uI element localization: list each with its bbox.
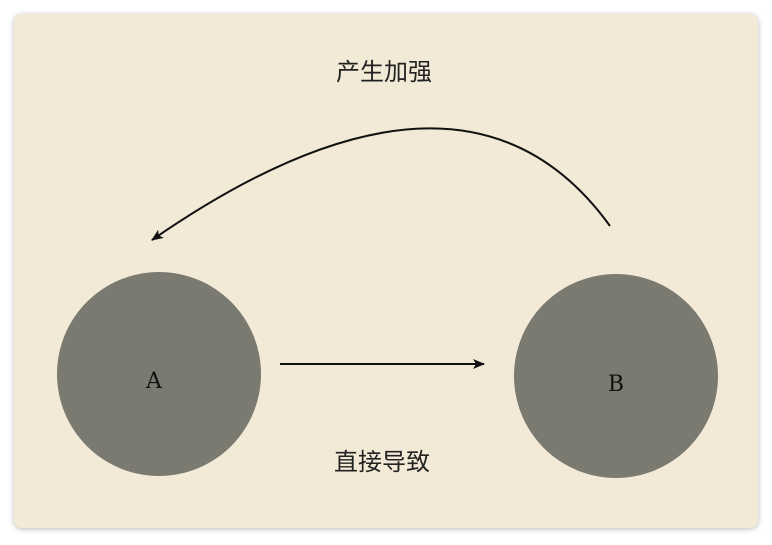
causal-loop-diagram: 产生加强 直接导致 A B xyxy=(57,58,718,478)
node-a: A xyxy=(57,272,261,476)
node-b-label: B xyxy=(608,372,624,397)
feedback-curve-arrow xyxy=(151,127,611,241)
diagram-frame: 产生加强 直接导致 A B xyxy=(14,14,758,528)
edge-label-reinforce: 产生加强 xyxy=(336,58,432,86)
node-b: B xyxy=(514,274,718,478)
node-a-label: A xyxy=(145,369,163,394)
node-a-circle xyxy=(57,272,261,476)
edge-label-cause: 直接导致 xyxy=(334,448,430,476)
node-b-circle xyxy=(514,274,718,478)
